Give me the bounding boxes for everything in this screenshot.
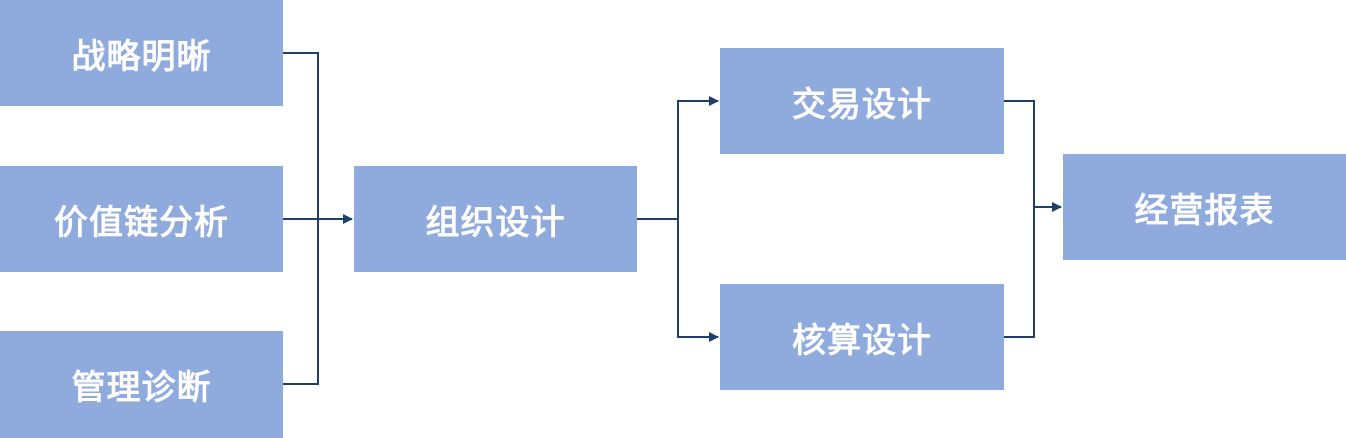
arrow-to-transaction bbox=[677, 96, 719, 219]
connector-transaction-out bbox=[1004, 100, 1035, 207]
node-management: 管理诊断 bbox=[0, 331, 283, 438]
node-organization: 组织设计 bbox=[354, 166, 637, 272]
connector-accounting-out bbox=[1004, 207, 1035, 338]
connector-strategy-to-organization bbox=[283, 52, 319, 219]
node-transaction-label: 交易设计 bbox=[792, 84, 932, 125]
node-strategy-label: 战略明晰 bbox=[71, 36, 212, 77]
connector-management-to-organization bbox=[283, 219, 319, 385]
node-accounting-label: 核算设计 bbox=[792, 320, 932, 361]
node-report: 经营报表 bbox=[1063, 154, 1346, 260]
arrow-to-accounting bbox=[677, 219, 719, 342]
node-value-chain: 价值链分析 bbox=[0, 166, 283, 272]
node-management-label: 管理诊断 bbox=[71, 368, 212, 408]
node-organization-label: 组织设计 bbox=[425, 202, 566, 243]
node-transaction: 交易设计 bbox=[720, 48, 1004, 154]
node-report-label: 经营报表 bbox=[1134, 190, 1275, 231]
node-value-chain-label: 价值链分析 bbox=[54, 202, 229, 243]
node-strategy: 战略明晰 bbox=[0, 0, 283, 106]
node-accounting: 核算设计 bbox=[720, 284, 1004, 390]
